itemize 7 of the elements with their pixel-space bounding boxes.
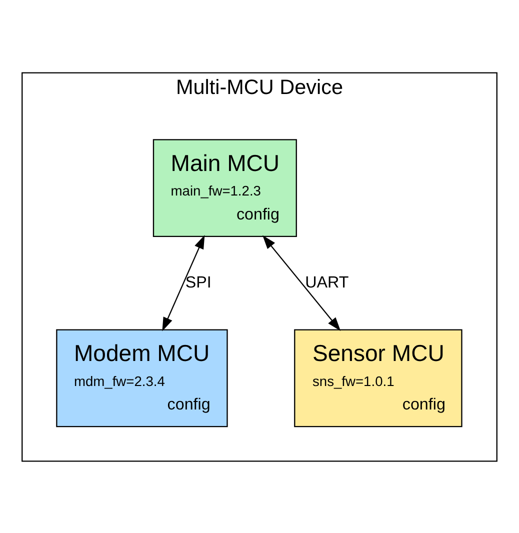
node-box: Modem MCU mdm_fw=2.3.4 config — [56, 328, 228, 427]
node-box: Main MCU main_fw=1.2.3 config — [152, 138, 297, 237]
node-box: Sensor MCU sns_fw=1.0.1 config — [294, 328, 462, 427]
edge-label: UART — [305, 272, 349, 291]
arrow — [162, 234, 205, 331]
edge-label: SPI — [185, 272, 212, 291]
arrow — [262, 234, 341, 331]
